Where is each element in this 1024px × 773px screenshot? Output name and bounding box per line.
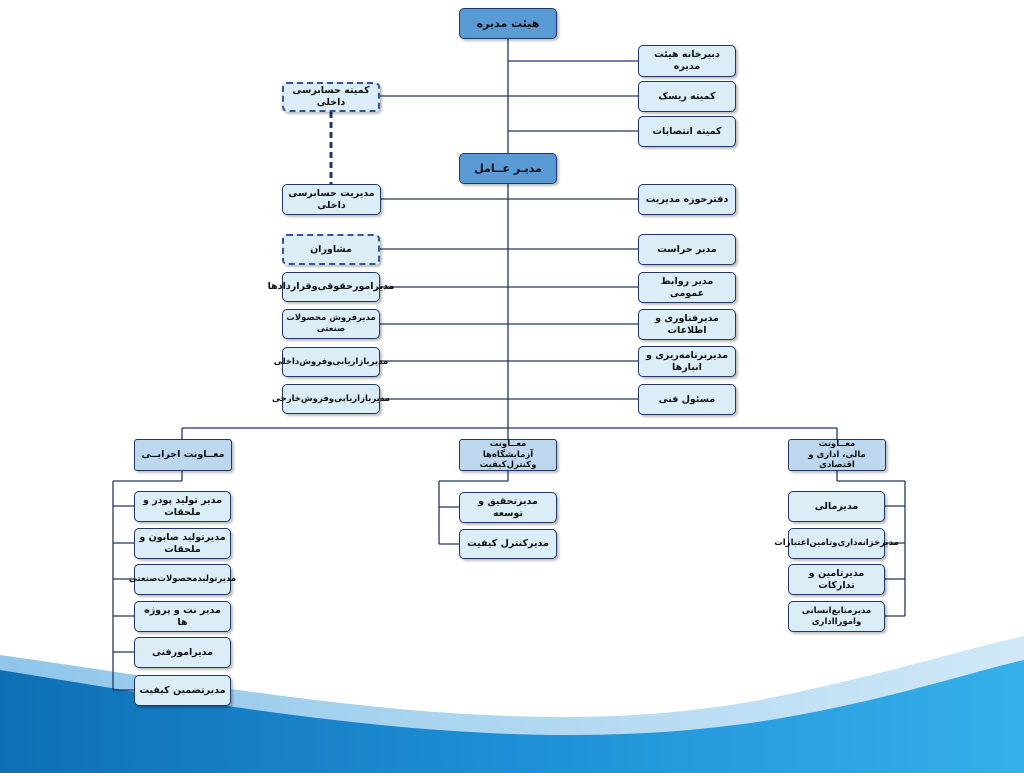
exec-item-industrial[interactable]: مدیرتولیدمحصولات‌صنعتی: [129, 564, 236, 595]
mgmt-office-box[interactable]: دفترحوزه مدیریت: [638, 184, 736, 215]
it-box[interactable]: مدیرفناوری و اطلاعات: [638, 309, 736, 340]
ceo-box[interactable]: مدیـر عــامل: [459, 153, 557, 184]
advisors-box[interactable]: مشاوران: [282, 234, 380, 265]
connector-lines: [112, 39, 906, 691]
finance-item-procurement[interactable]: مدیرتامین و تدارکات: [788, 564, 885, 595]
exec-item-quality-assurance[interactable]: مدیرتضمین کیفیت: [134, 675, 231, 706]
exec-item-technical-affairs[interactable]: مدیرامورفنی: [134, 637, 231, 668]
internal-audit-committee-box[interactable]: کمیته حسابرسی داخلی: [282, 82, 380, 112]
board-secretariat-box[interactable]: دبیرخانه هیئت مدیره: [638, 45, 736, 77]
finance-item-finance[interactable]: مدیرمالی: [788, 491, 885, 522]
planning-box[interactable]: مدیربرنامه‌ریزی و انبارها: [638, 346, 736, 377]
lab-deputy-box[interactable]: معــاونت آزمایشگاه‌ها وکنترل‌کیفیت: [459, 439, 557, 471]
exec-item-powder[interactable]: مدیر تولید پودر و ملحقات: [134, 491, 231, 522]
board-box[interactable]: هیئت مدیره: [459, 8, 557, 39]
risk-committee-box[interactable]: کمیته ریسک: [638, 81, 736, 112]
background-wave: [0, 636, 1024, 773]
finance-item-hr[interactable]: مدیرمنابع‌انسانی وامورااداری: [788, 601, 885, 632]
exec-item-maintenance[interactable]: مدیر نت و پروژه ها: [134, 601, 231, 632]
exec-item-soap[interactable]: مدیرتولید صابون و ملحقات: [134, 528, 231, 559]
industrial-sales-box[interactable]: مدیرفروش محصولات صنعتی: [282, 309, 380, 339]
exec-deputy-box[interactable]: معــاونت اجرایــی: [134, 439, 232, 471]
public-relations-box[interactable]: مدیر روابط عمومی: [638, 272, 736, 303]
appointments-committee-box[interactable]: کمیته انتصابات: [638, 116, 736, 147]
internal-audit-mgmt-box[interactable]: مدیریت حسابرسی داخلی: [282, 184, 381, 215]
lab-item-rnd[interactable]: مدیرتحقیق و توسعه: [459, 492, 557, 523]
technical-officer-box[interactable]: مسئول فنی: [638, 384, 736, 415]
finance-item-treasury[interactable]: مدیرخزانه‌داری‌وتامین‌اعتبارات: [774, 528, 899, 559]
domestic-marketing-box[interactable]: مدیربازاریابی‌وفروش‌داخلی: [274, 347, 388, 377]
export-marketing-box[interactable]: مدیربازاریابی‌وفروش‌خارجی: [272, 384, 390, 414]
legal-box[interactable]: مدیرامورحقوقی‌وقراردادها: [268, 272, 394, 302]
finance-deputy-box[interactable]: معــاونت مالی، اداری و اقتصادی: [788, 439, 886, 471]
security-box[interactable]: مدیر حراست: [638, 234, 736, 265]
lab-item-qc[interactable]: مدیرکنترل کیفیت: [459, 529, 557, 559]
